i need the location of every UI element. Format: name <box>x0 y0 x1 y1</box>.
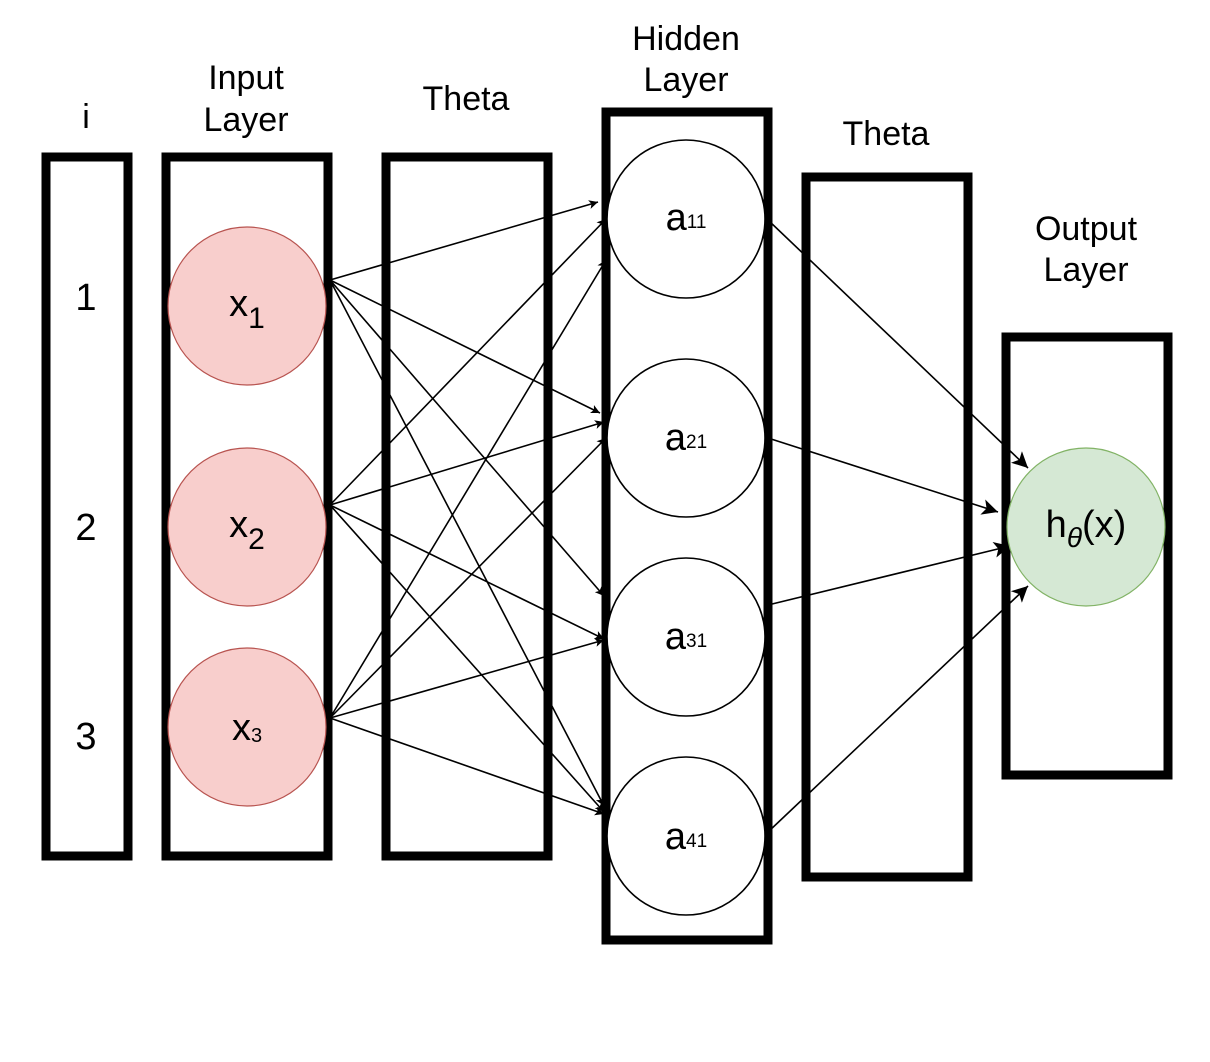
input-node-label: x <box>229 504 248 546</box>
hidden-node-label: a <box>665 816 687 858</box>
svg-text:a31: a31 <box>665 616 707 658</box>
input-node-circle <box>167 447 327 607</box>
edge-x3-a21 <box>329 437 607 719</box>
hidden-node-subscript: 41 <box>686 831 707 852</box>
input-node-subscript: 2 <box>248 523 265 556</box>
output-node-label: h <box>1046 504 1067 546</box>
edge-a31-out <box>767 542 1011 606</box>
hidden-layer-header-line1: Hidden <box>632 20 740 58</box>
output-layer-header-line1: Output <box>1035 210 1138 248</box>
edge-x1-a21 <box>329 279 601 414</box>
input-layer-box <box>161 152 333 861</box>
hidden-node-subscript: 21 <box>686 432 707 453</box>
hidden-node-a11: a11 <box>606 139 766 299</box>
hidden-node-a31: a31 <box>606 557 766 717</box>
input-node-x1: x1 <box>167 226 327 386</box>
theta-box-2 <box>801 172 973 882</box>
edge-x3-a31 <box>329 638 605 719</box>
hidden-output-connections <box>767 219 1029 833</box>
edge-x3-a41 <box>329 717 605 816</box>
hidden-node-circle <box>606 557 766 717</box>
output-node-argument: (x) <box>1082 504 1126 546</box>
index-header: i <box>82 98 90 136</box>
svg-text:x1: x1 <box>229 283 265 335</box>
index-label-1: 1 <box>75 277 96 319</box>
hidden-node-subscript: 31 <box>686 631 707 652</box>
hidden-node-a41: a41 <box>606 756 766 916</box>
input-hidden-connections <box>329 200 607 816</box>
svg-text:a11: a11 <box>666 197 707 239</box>
output-node-subscript: θ <box>1067 522 1082 553</box>
input-node-label: x <box>229 283 248 325</box>
edge-x1-a41 <box>329 279 605 807</box>
input-node-subscript: 1 <box>248 302 265 335</box>
hidden-node-circle <box>606 756 766 916</box>
input-node-x2: x2 <box>167 447 327 607</box>
svg-text:hθ(x): hθ(x) <box>1046 504 1127 553</box>
hidden-node-label: a <box>666 197 688 239</box>
svg-text:x3: x3 <box>232 707 262 749</box>
input-node-circle <box>167 647 327 807</box>
input-node-label: x <box>232 707 251 749</box>
edge-a41-out <box>767 585 1029 833</box>
svg-text:x2: x2 <box>229 504 265 556</box>
edge-x1-a11 <box>329 200 599 281</box>
hidden-layer-box <box>601 107 773 945</box>
output-node: hθ(x) <box>1006 447 1166 607</box>
input-node-subscript: 3 <box>251 725 262 747</box>
edge-a21-out <box>767 437 999 515</box>
edge-a11-out <box>767 219 1029 469</box>
output-node-circle <box>1006 447 1166 607</box>
input-node-circle <box>167 226 327 386</box>
hidden-node-circle <box>606 139 766 299</box>
input-node-x3: x3 <box>167 647 327 807</box>
edge-x2-a11 <box>329 218 607 506</box>
index-label-2: 2 <box>75 507 96 549</box>
edge-x2-a41 <box>329 504 605 813</box>
input-layer-header-line1: Input <box>208 59 284 97</box>
svg-text:a21: a21 <box>665 417 707 459</box>
svg-text:a41: a41 <box>665 816 707 858</box>
index-label-3: 3 <box>75 716 96 758</box>
edge-x1-a31 <box>329 279 605 597</box>
hidden-node-a21: a21 <box>606 358 766 518</box>
hidden-node-label: a <box>665 616 687 658</box>
theta-header-2: Theta <box>843 115 930 153</box>
hidden-layer-header-line2: Layer <box>643 61 728 99</box>
hidden-node-label: a <box>665 417 687 459</box>
edge-x2-a31 <box>329 504 605 640</box>
edge-x3-a11 <box>329 259 607 719</box>
input-layer-header-line2: Layer <box>203 101 288 139</box>
output-layer-header-line2: Layer <box>1043 251 1128 289</box>
theta-header-1: Theta <box>423 80 510 118</box>
index-column-box <box>41 152 133 861</box>
edge-x2-a21 <box>329 420 605 506</box>
hidden-node-circle <box>606 358 766 518</box>
theta-box-1 <box>381 152 553 861</box>
hidden-node-subscript: 11 <box>687 212 707 233</box>
